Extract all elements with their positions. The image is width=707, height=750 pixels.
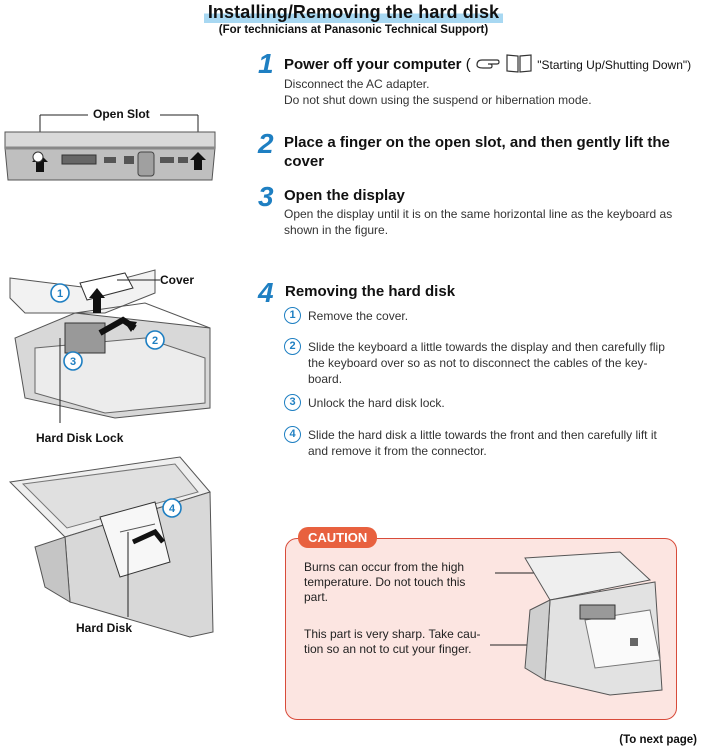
step-1-reference: "Starting Up/Shutting Down")	[537, 58, 692, 72]
step-3-line: shown in the figure.	[284, 223, 389, 237]
substep-line: and remove it from the connector.	[308, 444, 487, 458]
substep-line: Unlock the hard disk lock.	[308, 396, 445, 410]
step-2-title-line: cover	[284, 153, 325, 170]
caution-sharp-warning: This part is very sharp. Take cau- tion …	[304, 627, 481, 657]
manual-book-icon	[506, 54, 532, 73]
substep-line: Slide the hard disk a little towards the…	[308, 428, 657, 442]
page-title: Installing/Removing the hard disk	[203, 2, 504, 23]
next-page-indicator: (To next page)	[619, 734, 697, 746]
hard-disk-removal-illustration: 4	[8, 456, 214, 638]
callout-4: 4	[169, 503, 176, 515]
step-1-line: Disconnect the AC adapter.	[284, 77, 430, 91]
callout-3: 3	[70, 356, 76, 368]
step-3-line: Open the display until it is on the same…	[284, 207, 673, 221]
substep-number: 1	[284, 307, 301, 324]
substep-number: 2	[284, 338, 301, 355]
laptop-rear-illustration	[4, 114, 216, 181]
caution-line: tion so an not to cut your finger.	[304, 642, 472, 656]
pointing-hand-icon	[476, 59, 500, 69]
substep-line: Slide the keyboard a little towards the …	[308, 340, 665, 354]
step-1-title-text: Power off your computer	[284, 56, 462, 73]
substep-text: Slide the hard disk a little towards the…	[308, 427, 707, 459]
substep-line: the keyboard over so as not to disconnec…	[308, 356, 648, 370]
step-1-line: Do not shut down using the suspend or hi…	[284, 93, 592, 107]
caution-line: Burns can occur from the high	[304, 560, 465, 574]
step-2-number: 2	[258, 128, 274, 159]
step-3-title: Open the display	[284, 187, 405, 204]
substep-text: Slide the keyboard a little towards the …	[308, 339, 707, 387]
page-header: Installing/Removing the hard disk (For t…	[0, 0, 707, 36]
substep-number: 3	[284, 394, 301, 411]
step-4-title: Removing the hard disk	[285, 283, 456, 300]
step-1-body: Disconnect the AC adapter. Do not shut d…	[284, 76, 592, 108]
substep-line: board.	[308, 372, 343, 386]
step-1-title: Power off your computer ( "Starting Up/S…	[284, 53, 691, 75]
substep-text: Unlock the hard disk lock.	[308, 395, 707, 411]
substep-text: Remove the cover.	[308, 308, 707, 324]
caution-burn-warning: Burns can occur from the high temperatur…	[304, 560, 465, 605]
hard-disk-label: Hard Disk	[76, 621, 133, 635]
caution-line: part.	[304, 590, 329, 604]
hard-disk-lock-label: Hard Disk Lock	[36, 431, 124, 445]
open-slot-label: Open Slot	[93, 107, 150, 121]
cover-removal-illustration: 1 2 3	[9, 269, 211, 423]
step-3-number: 3	[258, 181, 274, 212]
cover-label: Cover	[160, 273, 195, 287]
step-2-title-line: Place a finger on the open slot, and the…	[284, 134, 670, 151]
substep-line: Remove the cover.	[308, 309, 409, 323]
substep-number: 4	[284, 426, 301, 443]
caution-line: temperature. Do not touch this	[304, 575, 466, 589]
page-subtitle: (For technicians at Panasonic Technical …	[218, 24, 489, 36]
caution-label: CAUTION	[298, 527, 378, 548]
step-2-title: Place a finger on the open slot, and the…	[284, 133, 670, 171]
caution-line: This part is very sharp. Take cau-	[304, 627, 481, 641]
callout-2: 2	[152, 335, 158, 347]
step-3-body: Open the display until it is on the same…	[284, 206, 672, 238]
caution-laptop-illustration	[490, 551, 663, 696]
step-1-number: 1	[258, 48, 274, 79]
callout-1: 1	[57, 288, 63, 300]
step-4-number: 4	[258, 277, 274, 308]
